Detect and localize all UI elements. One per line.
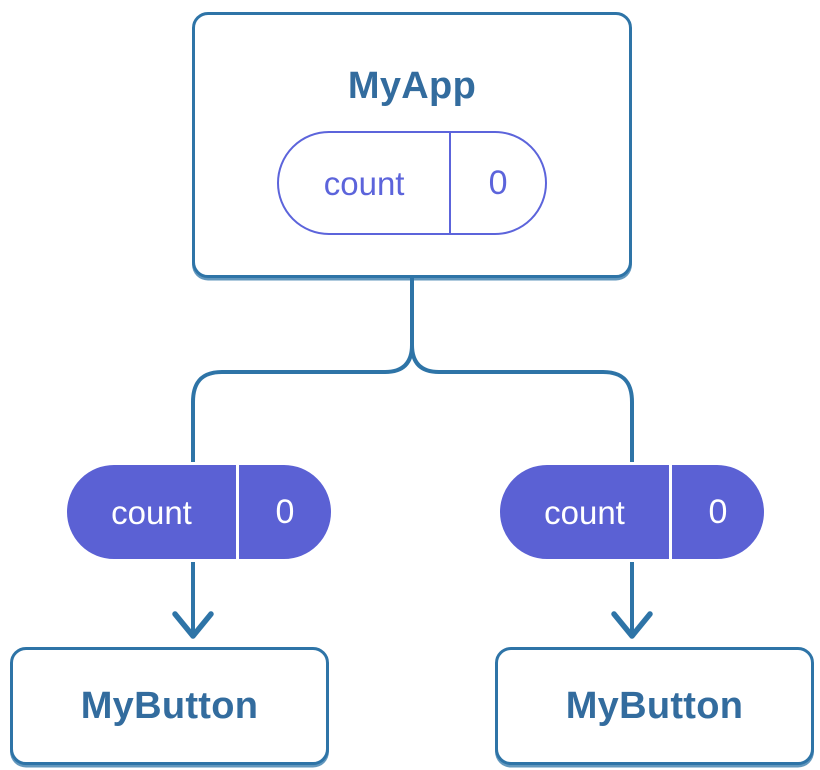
arrow-down-icon [611, 611, 653, 639]
prop-name: count [67, 465, 239, 559]
prop-name: count [500, 465, 672, 559]
prop-pill-myapp: count 0 [277, 131, 547, 235]
component-card-mybutton-right: MyButton [495, 647, 814, 765]
prop-value: 0 [488, 164, 508, 202]
arrow-down-icon [172, 611, 214, 639]
component-card-mybutton-left: MyButton [10, 647, 329, 765]
component-card-myapp: MyApp count 0 [192, 12, 632, 278]
prop-pill-left: count 0 [64, 462, 334, 562]
component-title: MyButton [80, 685, 259, 727]
component-title: MyButton [565, 685, 744, 727]
connector-branch-left [191, 344, 414, 463]
prop-value: 0 [275, 493, 295, 531]
connector-branch-right [410, 344, 634, 463]
prop-pill-right: count 0 [497, 462, 767, 562]
prop-value: 0 [708, 493, 728, 531]
prop-name: count [279, 133, 452, 233]
component-title: MyApp [347, 65, 477, 107]
